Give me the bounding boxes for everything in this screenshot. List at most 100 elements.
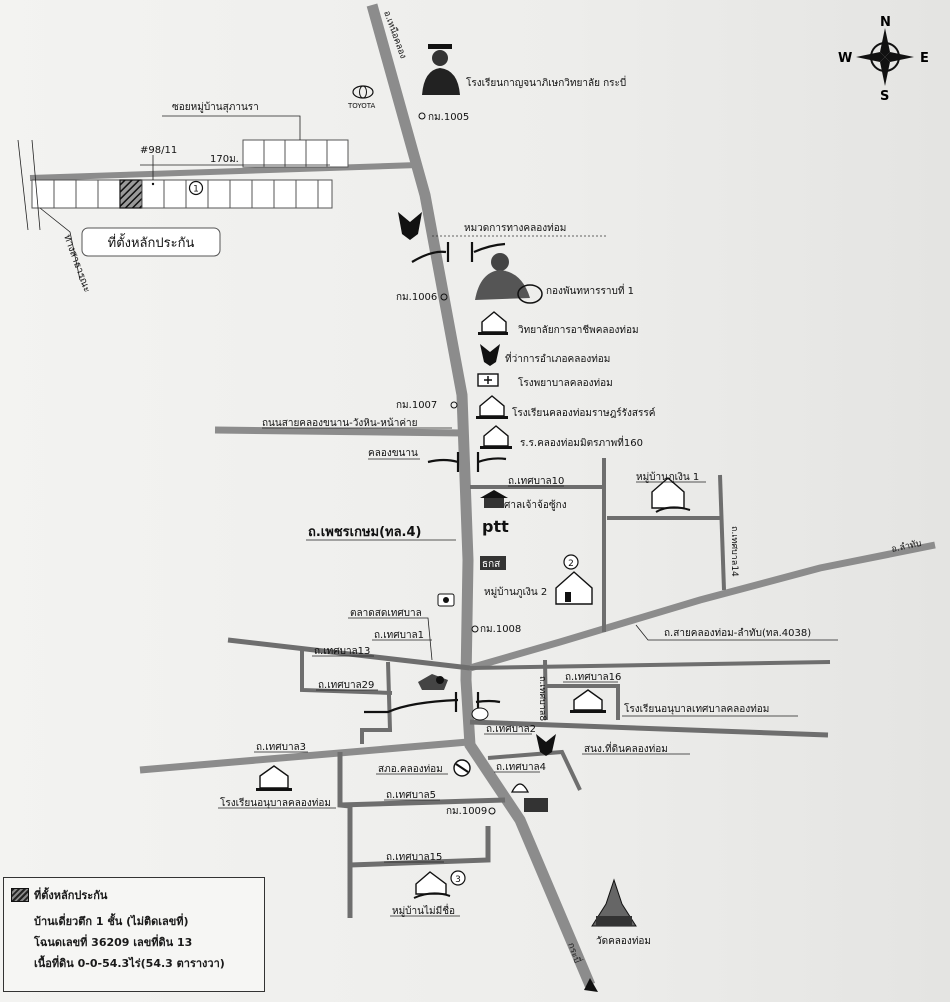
garuda-icon (398, 212, 422, 240)
building-icon (524, 798, 548, 812)
village2-icon (555, 571, 593, 605)
lot-area: 1 ที่ตั้งหลักประกัน 170ม. #98/11 ซอยหมู่… (17, 101, 349, 294)
temple-icon (591, 878, 637, 927)
address-label: #98/11 (140, 145, 177, 156)
village2-number: 2 (568, 559, 574, 569)
garuda-land-icon (536, 734, 556, 756)
shell-icon (510, 783, 530, 793)
lot-label: ที่ตั้งหลักประกัน (108, 233, 195, 251)
label-thesaban10: ถ.เทศบาล10 (508, 476, 564, 487)
label-thesaban5: ถ.เทศบาล5 (386, 790, 436, 801)
label-village2: หมู่บ้านภูเงิน 2 (484, 586, 547, 598)
label-canal: คลองขนาน (368, 448, 418, 459)
toyota-icon (352, 85, 374, 99)
label-thesaban8: ถ.เทศบาล8 (537, 676, 547, 721)
distance-label: 170ม. (210, 154, 239, 165)
road-thesaban3 (139, 738, 469, 774)
km-1006: กม.1006 (396, 292, 437, 303)
legend-line-3: เนื้อที่ดิน 0-0-54.3ไร่(54.3 ตารางวา) (34, 957, 225, 970)
label-battalion: กองพันทหารราบที่ 1 (546, 283, 634, 297)
label-thesaban29: ถ.เทศบาล29 (318, 680, 374, 691)
road-network (29, 3, 936, 988)
label-land-office: สนง.ที่ดินคลองท่อม (584, 741, 668, 755)
lot-label-box (81, 227, 221, 257)
school-rat-icon (476, 395, 508, 419)
label-hospital: โรงพยาบาลคลองท่อม (518, 376, 613, 389)
label-school-rat: โรงเรียนคลองท่อมราษฎร์รังสรรค์ (512, 406, 655, 419)
km-1008: กม.1008 (480, 624, 521, 635)
kindergarten-thesaban-icon (570, 689, 606, 713)
label-district-office: ที่ว่าการอำเภอคลองท่อม (505, 351, 610, 365)
lot-number-marker (188, 180, 204, 196)
label-post-office: สภอ.คลองท่อม (378, 764, 443, 775)
toyota-label: TOYOTA (347, 102, 376, 110)
label-thesaban2: ถ.เทศบาล2 (486, 724, 536, 735)
ptt-logo: ptt (482, 517, 509, 536)
label-thesaban14: ถ.เทศบาล14 (729, 526, 739, 577)
bank-icon (480, 556, 506, 570)
label-thesaban3: ถ.เทศบาล3 (256, 742, 306, 753)
label-thesaban1: ถ.เทศบาล1 (374, 630, 424, 641)
village3-number: 3 (455, 875, 461, 885)
label-thesaban13: ถ.เทศบาล13 (314, 646, 370, 657)
legend-hatch-swatch (11, 888, 29, 902)
logo-icon (471, 707, 489, 721)
collateral-lot (119, 179, 143, 209)
places: อ.เหนือคลอง TOYOTA โรงเรียนกาญจนาภิเษกวิ… (218, 9, 923, 992)
road-thesaban8 (543, 659, 548, 721)
hospital-icon (477, 373, 499, 387)
bridges (364, 242, 507, 714)
legend-line-1: บ้านเดี่ยวตึก 1 ชั้น (ไม่ติดเลขที่) (34, 915, 189, 928)
label-road-khanan: ถนนสายคลองขนาน-วังหิน-หน้าค่าย (262, 417, 417, 429)
label-school-mitraphap: ร.ร.คลองท่อมมิตรภาพที่160 (520, 435, 643, 449)
graduate-icon (422, 44, 460, 95)
gas-station-icon (437, 593, 455, 607)
compass-w: W (838, 51, 852, 66)
lamthap-road (469, 541, 936, 672)
south-arrow (584, 978, 598, 992)
school-mitraphap-icon (480, 425, 512, 449)
label-village1: หมู่บ้านภูเงิน 1 (636, 471, 699, 483)
label-shrine: ศาลเจ้าจ้อซู้กง (504, 499, 567, 511)
road-thesaban13 (227, 637, 471, 671)
label-market: ตลาดสดเทศบาล (350, 608, 422, 619)
garuda-district-icon (480, 344, 500, 366)
compass-s: S (880, 89, 889, 104)
road-thesaban4 (487, 749, 582, 791)
compass-e: E (920, 51, 929, 66)
label-kindergarten: โรงเรียนอนุบาลคลองท่อม (220, 796, 331, 809)
km-1007: กม.1007 (396, 400, 437, 411)
label-thesaban15: ถ.เทศบาล15 (386, 852, 442, 863)
lot-number: 1 (193, 185, 199, 195)
village3-icon (413, 871, 451, 899)
label-vocational: วิทยาลัยการอาชีพคลองท่อม (518, 324, 639, 336)
legend-line-2: โฉนดเลขที่ 36209 เลขที่ดิน 13 (34, 936, 193, 949)
road-thesaban29 (300, 650, 393, 695)
legend-title: ที่ตั้งหลักประกัน (34, 889, 108, 902)
road-thesaban14 (718, 474, 726, 591)
road-thesaban16 (545, 684, 620, 720)
road-thesaban5 (339, 797, 506, 808)
post-office-icon (453, 759, 471, 777)
label-village3: หมู่บ้านไม่มีชื่อ (392, 903, 455, 917)
label-highway-dept: หมวดการทางคลองท่อม (464, 223, 566, 234)
soldier-icon (475, 253, 543, 304)
compass-rose: N S W E (838, 15, 929, 104)
legend: ที่ตั้งหลักประกัน บ้านเดี่ยวตึก 1 ชั้น (… (3, 877, 265, 992)
highway-phetkasem (366, 3, 596, 988)
label-school-kanchana: โรงเรียนกาญจนาภิเษกวิทยาลัย กระบี่ (466, 75, 626, 89)
khanan-road (214, 426, 464, 437)
village1-icon (651, 477, 691, 513)
label-thesaban16: ถ.เทศบาล16 (565, 672, 621, 683)
soi-label: ซอยหมู่บ้านสุภานรา (172, 101, 259, 113)
label-bank: ธกส (482, 559, 500, 570)
soi-road (29, 162, 419, 181)
shrine-icon (480, 490, 508, 508)
compass-n: N (880, 15, 891, 30)
km-1005: กม.1005 (428, 112, 469, 123)
label-highway-main: ถ.เพชรเกษม(ทล.4) (308, 525, 421, 540)
km-1009: กม.1009 (446, 806, 487, 817)
kindergarten-icon (256, 765, 292, 791)
road-thesaban2 (469, 719, 829, 738)
